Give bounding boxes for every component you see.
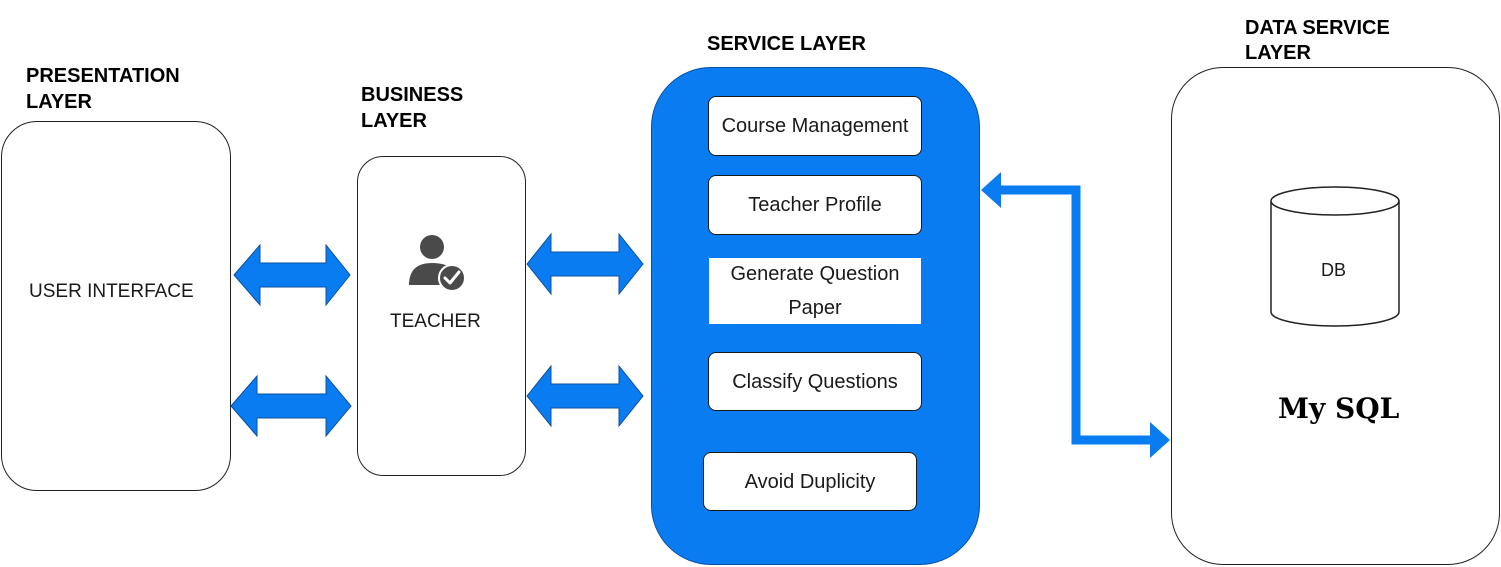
mysql-label: My SQL — [1278, 392, 1400, 425]
data-service-layer-title: DATA SERVICE LAYER — [1245, 16, 1390, 66]
teacher-box — [357, 156, 526, 476]
user-interface-box — [1, 121, 231, 491]
presentation-layer-title-line2: LAYER — [26, 91, 92, 113]
service-teacher-profile[interactable]: Teacher Profile — [708, 175, 922, 235]
db-label: DB — [1321, 260, 1347, 280]
business-service-arrow-1 — [526, 232, 644, 296]
business-service-arrow-2 — [526, 364, 644, 428]
data-service-layer-title-line1: DATA SERVICE — [1245, 17, 1390, 39]
service-classify-questions-label: Classify Questions — [732, 370, 898, 393]
business-layer-title-line1: BUSINESS — [361, 84, 464, 106]
data-service-box — [1171, 67, 1500, 565]
presentation-business-arrow-1 — [233, 243, 351, 307]
service-layer-title: SERVICE LAYER — [707, 31, 866, 57]
user-interface-label: USER INTERFACE — [29, 281, 194, 302]
service-generate-question-paper-line1: Generate Question — [730, 263, 900, 285]
service-layer-title-text: SERVICE LAYER — [707, 33, 866, 55]
service-generate-question-paper[interactable]: Generate Question Paper — [709, 258, 921, 324]
data-service-layer-title-line2: LAYER — [1245, 42, 1311, 64]
business-layer-title-line2: LAYER — [361, 110, 427, 132]
service-generate-question-paper-line2: Paper — [788, 297, 842, 319]
service-course-management-label: Course Management — [721, 115, 909, 137]
service-avoid-duplicity-label: Avoid Duplicity — [744, 470, 876, 493]
teacher-label: TEACHER — [390, 311, 481, 332]
presentation-business-arrow-2 — [230, 374, 352, 438]
presentation-layer-title: PRESENTATION LAYER — [26, 63, 180, 115]
service-classify-questions[interactable]: Classify Questions — [708, 352, 922, 411]
business-layer-title: BUSINESS LAYER — [361, 82, 463, 134]
service-avoid-duplicity[interactable]: Avoid Duplicity — [703, 452, 917, 511]
service-course-management[interactable]: Course Management — [708, 96, 922, 156]
presentation-layer-title-line1: PRESENTATION — [26, 65, 180, 87]
service-teacher-profile-label: Teacher Profile — [748, 194, 882, 216]
service-data-connector-arrow — [981, 172, 1170, 458]
